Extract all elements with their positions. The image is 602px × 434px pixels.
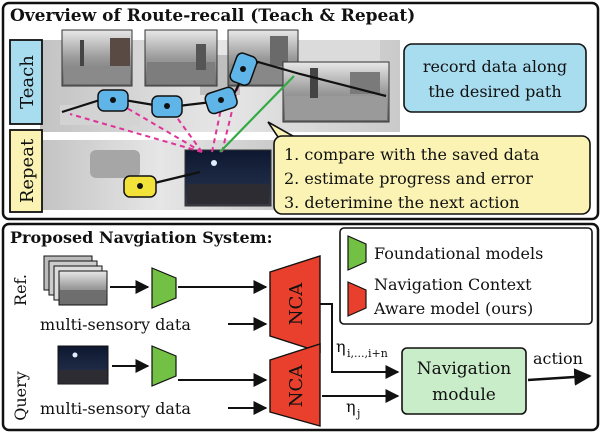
teach-label: Teach — [17, 55, 38, 109]
ref-foundation-model — [151, 267, 177, 309]
query-nca-model — [269, 343, 321, 427]
repeat-steps-box — [273, 135, 591, 215]
teach-robot-1 — [97, 89, 129, 112]
repeat-step-3: 3. deterimine the next action — [284, 193, 519, 212]
ref-label: Ref. — [11, 274, 30, 306]
teach-note-line1: record data along — [423, 57, 567, 76]
query-image — [57, 345, 109, 385]
teach-note-line2: the desired path — [428, 82, 561, 101]
navigation-module-line2: module — [432, 385, 496, 405]
query-foundation-model — [151, 345, 177, 387]
repeat-label: Repeat — [17, 138, 38, 203]
ref-sensor-text: multi-sensory data — [40, 315, 191, 334]
query-nca-label: NCA — [286, 364, 307, 408]
action-arrow — [527, 368, 592, 386]
teach-robot-3 — [204, 86, 238, 115]
eta-query: η — [346, 397, 356, 416]
eta-query-subscript: j — [355, 407, 360, 420]
repeat-step-1: 1. compare with the saved data — [284, 145, 540, 164]
legend-foundational-label: Foundational models — [374, 244, 543, 263]
legend-box — [339, 227, 593, 325]
legend-foundational-icon — [347, 235, 367, 271]
navigation-module-line1: Navigation — [417, 359, 512, 379]
eta-ref: η — [336, 337, 346, 356]
ref-output-arrow — [320, 303, 400, 379]
proposed-system-title: Proposed Navgiation System: — [10, 228, 272, 247]
teach-robot-2 — [151, 95, 183, 118]
teach-photo-1 — [61, 29, 133, 87]
navigation-module — [401, 347, 527, 415]
teach-photo-2 — [144, 29, 218, 87]
legend-nca-label-line2: Aware model (ours) — [373, 299, 533, 318]
green-sightline — [219, 75, 295, 153]
legend-nca-icon — [347, 281, 367, 317]
teach-note-box — [403, 43, 587, 113]
repeat-robot — [123, 175, 157, 198]
query-label: Query — [11, 371, 30, 421]
action-label: action — [533, 349, 583, 368]
legend-nca-label-line1: Navigation Context — [374, 275, 532, 294]
teach-label-box — [9, 39, 43, 125]
overview-title: Overview of Route-recall (Teach & Repeat… — [10, 6, 415, 26]
ref-nca-label: NCA — [286, 282, 307, 326]
repeat-night-photo — [184, 149, 272, 207]
eta-ref-subscript: i,...,i+n — [347, 347, 388, 360]
query-sensor-text: multi-sensory data — [40, 399, 191, 418]
repeat-step-2: 2. estimate progress and error — [284, 169, 533, 188]
ref-image-stack — [43, 255, 108, 306]
teach-robot-4 — [229, 52, 258, 86]
repeat-label-box — [9, 129, 43, 213]
